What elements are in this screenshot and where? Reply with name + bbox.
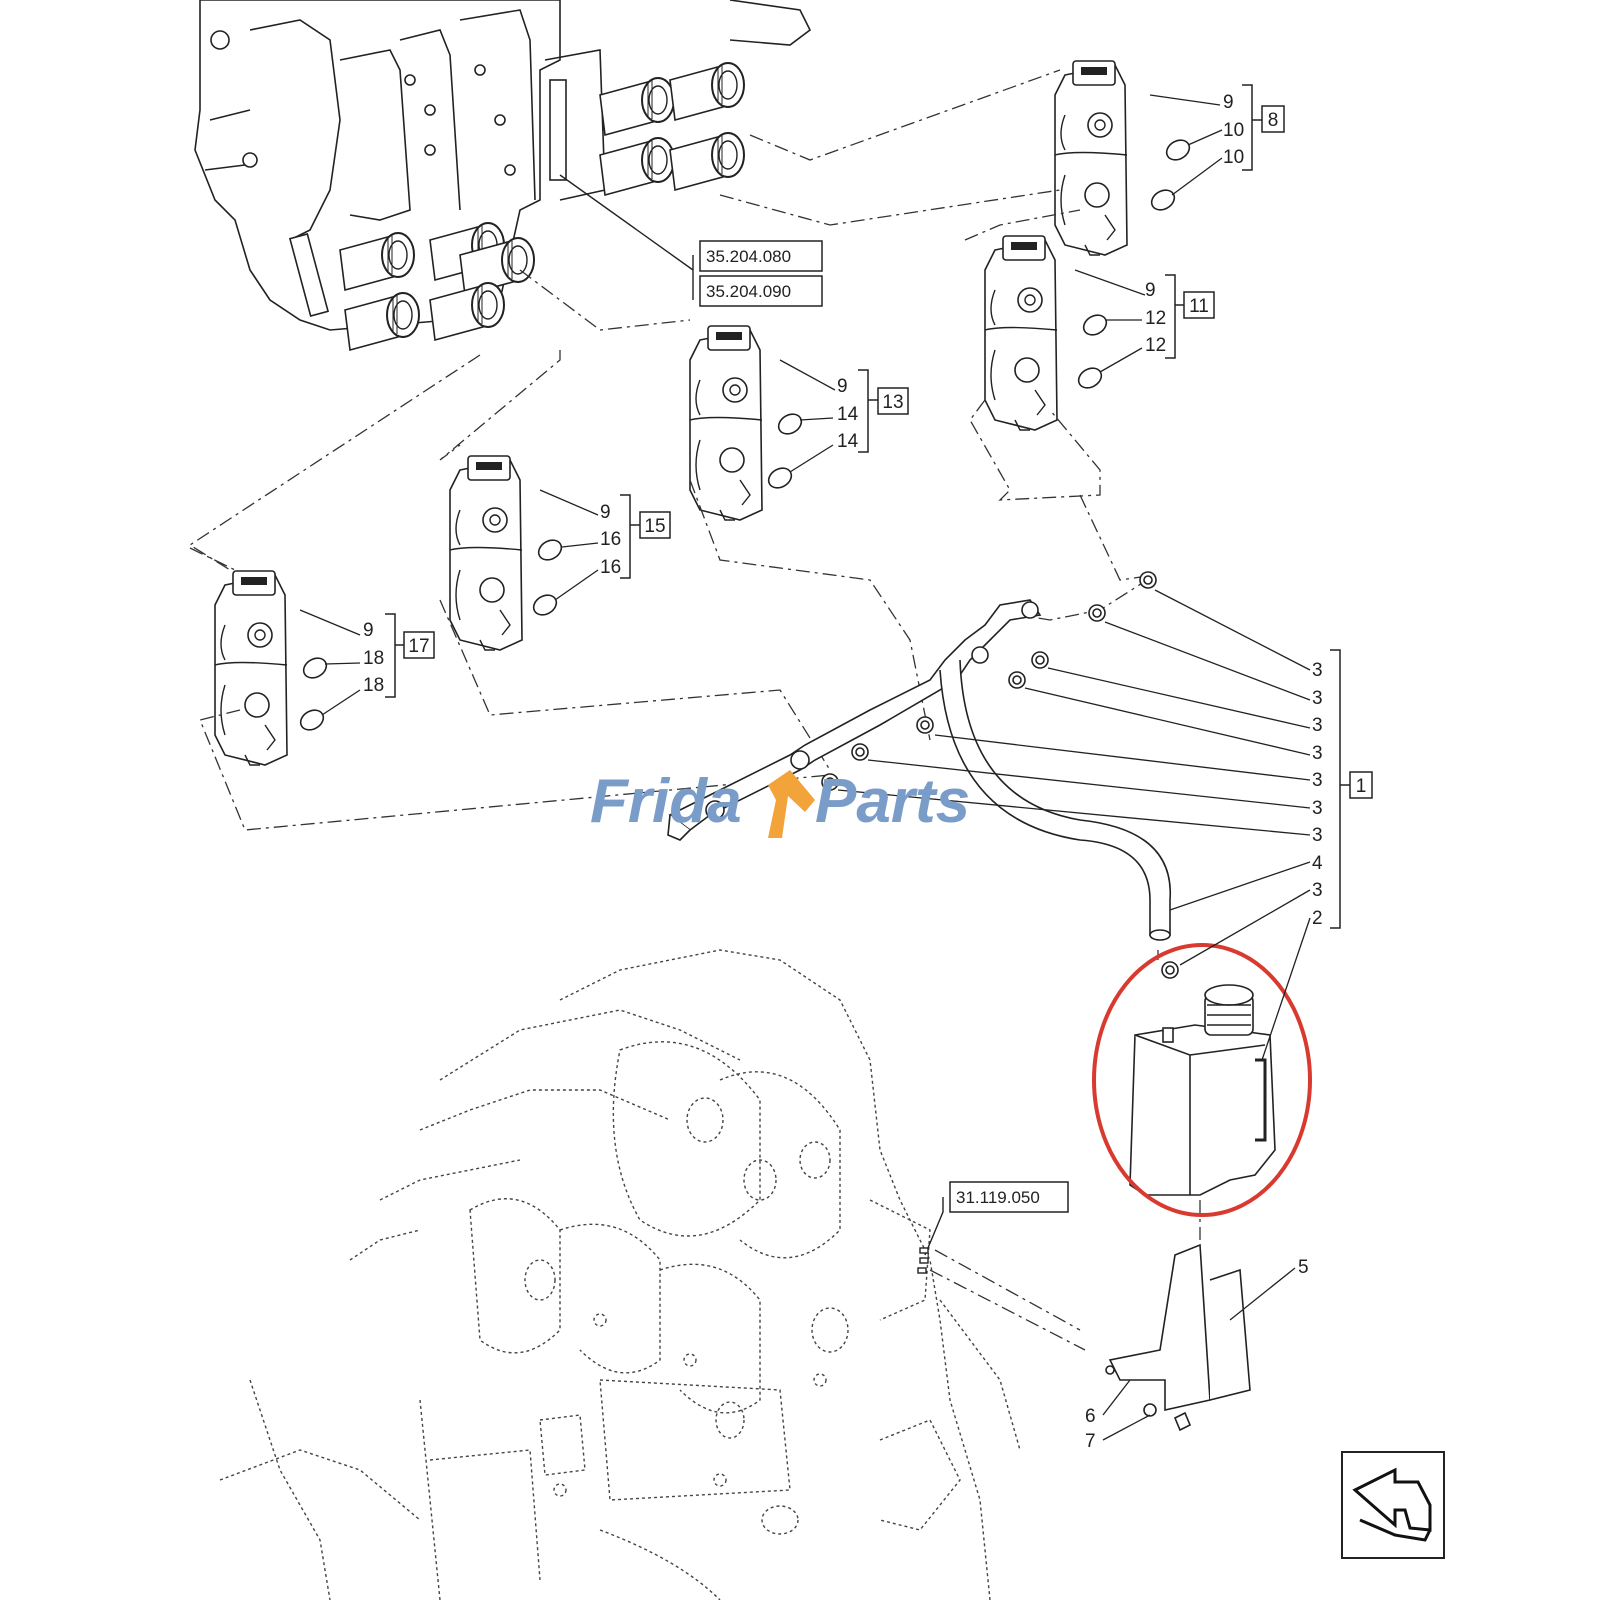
callout-12: 12 (1145, 335, 1166, 356)
watermark-text-right: Parts (815, 767, 970, 836)
callout-9: 9 (837, 376, 848, 397)
callout-3: 3 (1312, 688, 1323, 709)
callout-16: 16 (600, 557, 621, 578)
coupler-8 (1054, 60, 1128, 256)
callout-3: 3 (1312, 880, 1323, 901)
callout-3: 3 (1312, 798, 1323, 819)
group-box-11 (1183, 291, 1215, 319)
group-box-8 (1261, 105, 1285, 133)
callout-9: 9 (363, 620, 374, 641)
ref-box-31-119-050: 31.119.050 (949, 1181, 1069, 1213)
group-box-1 (1349, 771, 1373, 799)
callout-5: 5 (1298, 1257, 1309, 1278)
callout-16: 16 (600, 529, 621, 550)
ref-box-35-204-090: 35.204.090 (699, 275, 823, 307)
callout-14: 14 (837, 404, 859, 425)
mounting-bracket (1105, 1243, 1251, 1432)
callout-6: 6 (1085, 1406, 1096, 1427)
callout-3: 3 (1312, 743, 1323, 764)
group-label-15: 15 (644, 516, 665, 537)
hose-clamps (821, 571, 1179, 979)
callout-3: 3 (1312, 660, 1323, 681)
callout-10: 10 (1223, 147, 1244, 168)
ref-box-35-204-080: 35.204.080 (699, 240, 823, 272)
callout-10: 10 (1223, 120, 1244, 141)
group-label-1: 1 (1356, 776, 1367, 797)
group-box-13 (877, 387, 909, 415)
coupler-11 (984, 235, 1058, 431)
hose-assembly (667, 599, 1171, 941)
group-box-15 (639, 511, 671, 539)
ref-text: 35.204.080 (706, 247, 791, 266)
callout-3: 3 (1312, 825, 1323, 846)
leader-lines (299, 94, 1311, 1441)
routing-lines (188, 69, 1201, 1351)
coupler-15 (449, 455, 523, 651)
callout-3: 3 (1312, 715, 1323, 736)
callout-18: 18 (363, 648, 384, 669)
tractor-frame-dotted (219, 949, 1021, 1600)
watermark-text-left: Frida (590, 767, 742, 836)
group-label-13: 13 (882, 392, 903, 413)
callout-7: 7 (1085, 1431, 1096, 1452)
group-label-11: 11 (1189, 296, 1209, 317)
callout-14: 14 (837, 431, 859, 452)
callout-2: 2 (1312, 908, 1323, 929)
group-box-17 (403, 631, 435, 659)
group-label-8: 8 (1268, 110, 1279, 131)
callout-12: 12 (1145, 308, 1166, 329)
bolts (917, 1247, 929, 1274)
watermark-logo: Frida Parts (590, 767, 970, 838)
ref-text: 35.204.090 (706, 282, 791, 301)
group-label-17: 17 (408, 636, 429, 657)
ref-text: 31.119.050 (956, 1188, 1040, 1207)
callout-18: 18 (363, 675, 384, 696)
watermark-figure-icon (768, 770, 815, 838)
coupler-17 (214, 570, 288, 766)
reservoir-tank (1129, 984, 1276, 1196)
callout-9: 9 (1145, 280, 1156, 301)
callout-9: 9 (600, 502, 611, 523)
valve-block-assembly (194, 0, 812, 351)
callout-9: 9 (1223, 92, 1234, 113)
coupler-13 (689, 325, 763, 521)
group-brackets (385, 84, 1350, 929)
next-page-arrow-icon[interactable] (1341, 1451, 1445, 1559)
callout-4: 4 (1312, 853, 1323, 874)
highlight-ring (1092, 943, 1312, 1217)
callout-3: 3 (1312, 770, 1323, 791)
